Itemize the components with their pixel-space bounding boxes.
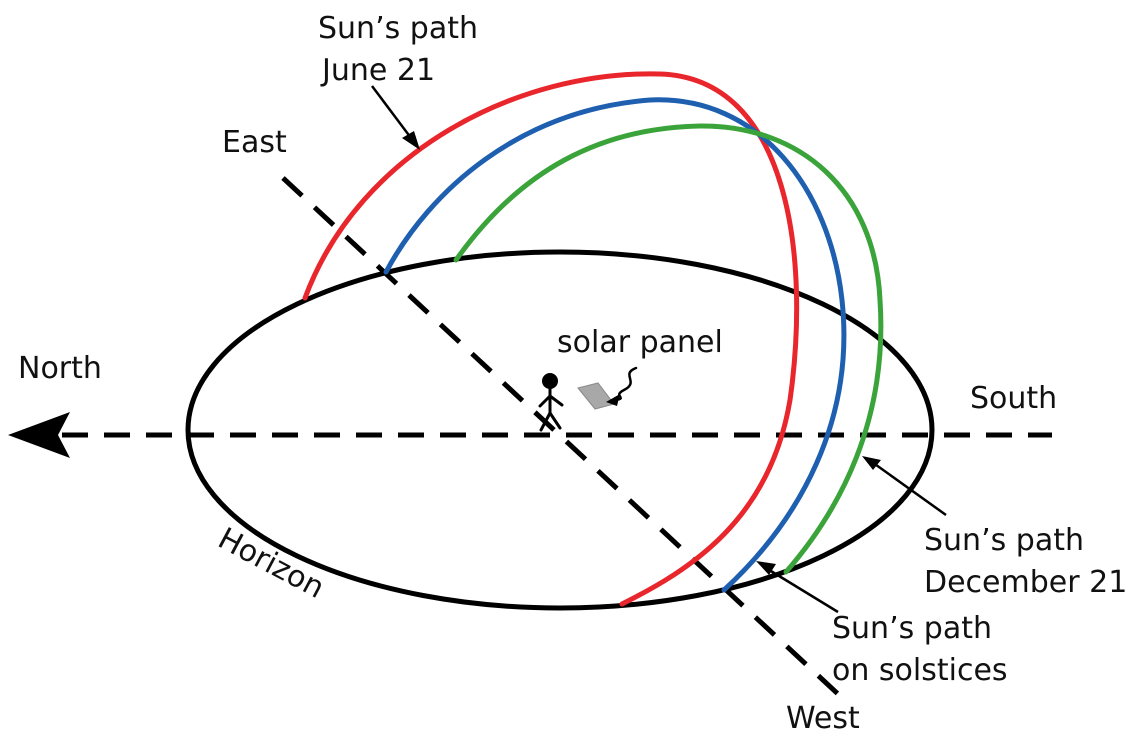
december-label-line2: December 21 (924, 565, 1127, 600)
horizon-ellipse (185, 249, 935, 611)
solstice-pointer-line (765, 566, 839, 614)
june-label-line2: June 21 (320, 53, 435, 88)
east-label: East (222, 125, 287, 160)
west-label: West (786, 701, 860, 736)
solar-panel-pointer-arrowhead (606, 394, 620, 406)
june-pointer-line (371, 85, 415, 143)
north-arrow-icon (8, 412, 70, 458)
sun-path-december-arc (453, 123, 884, 575)
sun-path-june-arc (302, 71, 800, 607)
solstice-pointer-arrowhead (756, 561, 776, 575)
south-label: South (970, 381, 1057, 416)
december-pointer-arrowhead (862, 456, 881, 470)
sun-path-solstice-arc (383, 97, 847, 593)
solar-panel-icon (577, 382, 615, 410)
december-pointer-line (871, 460, 947, 517)
north-label: North (18, 351, 102, 386)
solstice-label-line1: Sun’s path (832, 611, 992, 646)
person-icon (538, 373, 564, 432)
solstice-label-line2: on solstices (832, 653, 1008, 688)
solar-panel-pointer (614, 366, 638, 402)
solar-panel-label: solar panel (557, 325, 723, 360)
december-label-line1: Sun’s path (924, 523, 1084, 558)
june-label-line1: Sun’s path (318, 11, 478, 46)
june-pointer-arrowhead (402, 131, 420, 150)
